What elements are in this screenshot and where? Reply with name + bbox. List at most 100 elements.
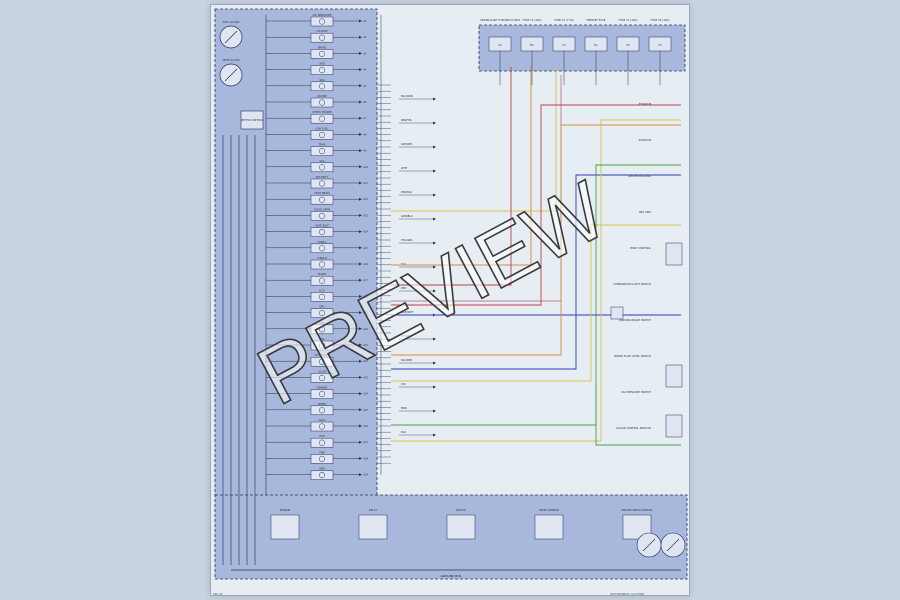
fuse-label: UNDER-DASH FUSE/RELAY BOX bbox=[480, 18, 520, 22]
arrow-head bbox=[359, 197, 362, 201]
fuse-label: FUSE 24 (15A) bbox=[651, 18, 670, 22]
wire-color-label: WHT bbox=[401, 166, 408, 170]
indicator-lamp bbox=[318, 293, 326, 300]
arrow-head bbox=[433, 193, 436, 197]
component-label: ECM/PCM bbox=[639, 102, 651, 106]
pin-label: A24 bbox=[363, 392, 368, 396]
wire-color-label: BLU/RED bbox=[401, 358, 412, 362]
fuse-pin: C3 bbox=[562, 43, 566, 47]
component-label: PARKING BRAKE SWITCH bbox=[619, 318, 651, 322]
indicator-box bbox=[310, 275, 334, 286]
arrow-head bbox=[359, 343, 362, 347]
pin-label: A29 bbox=[363, 473, 368, 477]
indicator-box bbox=[310, 308, 334, 318]
indicator-label: IMA bbox=[320, 337, 325, 341]
fuse-label: FUSE 15 (7.5A) bbox=[554, 18, 574, 22]
pin-label: A15 bbox=[363, 246, 368, 250]
sheet-footer-left: ME 1/2 bbox=[213, 592, 223, 596]
indicator-label: MAINT bbox=[318, 272, 327, 276]
component-label: OIL PRESSURE SWITCH bbox=[621, 390, 651, 394]
arrow-head bbox=[359, 68, 362, 72]
pin-label: A26 bbox=[363, 424, 368, 428]
wire-color-label: YEL/GRN bbox=[401, 238, 412, 242]
pin-label: A20 bbox=[363, 327, 368, 331]
component-label: SRS UNIT bbox=[639, 210, 652, 214]
wire-color-label: GRY/RED bbox=[401, 142, 413, 146]
arrow-head bbox=[433, 361, 436, 365]
bottom-component-label: SWITCH bbox=[456, 508, 466, 512]
arrow-head bbox=[359, 84, 362, 88]
pin-label: A17 bbox=[363, 278, 368, 282]
fuse-pin: A4 bbox=[498, 43, 502, 47]
indicator-label: DRL bbox=[319, 305, 325, 309]
indicator-box bbox=[310, 259, 334, 270]
indicator-label: ABS bbox=[319, 62, 325, 66]
arrow-head bbox=[359, 132, 362, 136]
indicator-box bbox=[310, 243, 334, 254]
indicator-box bbox=[310, 211, 334, 221]
indicator-label: DOOR OPEN bbox=[314, 207, 330, 211]
indicator-lamp bbox=[318, 18, 326, 25]
indicator-label: BRAKE bbox=[318, 45, 327, 49]
gauge-label: TEMP GAUGE bbox=[222, 58, 240, 62]
indicator-lamp bbox=[318, 196, 326, 203]
wire-color-label: ORN/WHT bbox=[401, 310, 414, 314]
arrow-head bbox=[433, 337, 436, 341]
indicator-box bbox=[310, 389, 334, 399]
bottom-component bbox=[534, 514, 564, 540]
yellow-right-wire bbox=[391, 224, 681, 382]
pin-label: A1 bbox=[363, 19, 367, 23]
arrow-head bbox=[433, 433, 436, 437]
arrow-head bbox=[359, 456, 362, 460]
indicator-box bbox=[310, 324, 334, 335]
indicator-lamp bbox=[318, 342, 326, 349]
pin-label: A7 bbox=[363, 116, 367, 120]
indicator-box bbox=[310, 146, 334, 156]
arrow-head bbox=[433, 289, 436, 293]
gauge-needle bbox=[224, 30, 238, 44]
indicator-lamp bbox=[318, 455, 326, 462]
indicator-box bbox=[310, 32, 334, 43]
indicator-lamp bbox=[318, 148, 326, 155]
indicator-box bbox=[310, 194, 334, 205]
indicator-label: OIL PRESSURE bbox=[313, 13, 332, 17]
arrow-head bbox=[359, 375, 362, 379]
arrow-head bbox=[359, 440, 362, 444]
arrow-head bbox=[359, 359, 362, 363]
indicator-box bbox=[310, 81, 334, 92]
component-label: GAUGE CONTROL MODULE bbox=[616, 426, 651, 430]
red-wire bbox=[391, 67, 512, 286]
fuse-label: FUSE 12 (10A) bbox=[523, 18, 542, 22]
bottom-component bbox=[358, 514, 388, 540]
arrow-head bbox=[359, 408, 362, 412]
component-label: BODY CONTROL bbox=[630, 246, 651, 250]
fuse-pin: B2 bbox=[530, 43, 534, 47]
arrow-head bbox=[359, 311, 362, 315]
arrow-head bbox=[433, 217, 436, 221]
arrow-head bbox=[359, 278, 362, 282]
indicator-box bbox=[310, 97, 334, 108]
arrow-head bbox=[433, 97, 436, 101]
arrow-head bbox=[359, 116, 362, 120]
arrow-head bbox=[359, 246, 362, 250]
meter-control-module bbox=[240, 110, 264, 130]
wire-color-label: BRN/YEL bbox=[401, 118, 413, 122]
orange-right-wire bbox=[391, 124, 681, 356]
yellow-lower-wire bbox=[391, 119, 681, 442]
arrow-head bbox=[433, 241, 436, 245]
arrow-head bbox=[433, 169, 436, 173]
pin-label: A28 bbox=[363, 456, 368, 460]
arrow-head bbox=[359, 149, 362, 153]
indicator-box bbox=[310, 227, 334, 237]
indicator-label: ECO bbox=[319, 288, 325, 292]
indicator-label: HIGH BEAM bbox=[315, 191, 330, 195]
right-switch bbox=[665, 242, 683, 266]
indicator-lamp bbox=[318, 67, 326, 74]
indicator-label: VSA bbox=[319, 159, 324, 163]
indicator-lamp bbox=[318, 423, 326, 430]
indicator-lamp bbox=[318, 277, 326, 284]
arrow-head bbox=[433, 145, 436, 149]
indicator-label: LOW FUEL bbox=[315, 126, 329, 130]
